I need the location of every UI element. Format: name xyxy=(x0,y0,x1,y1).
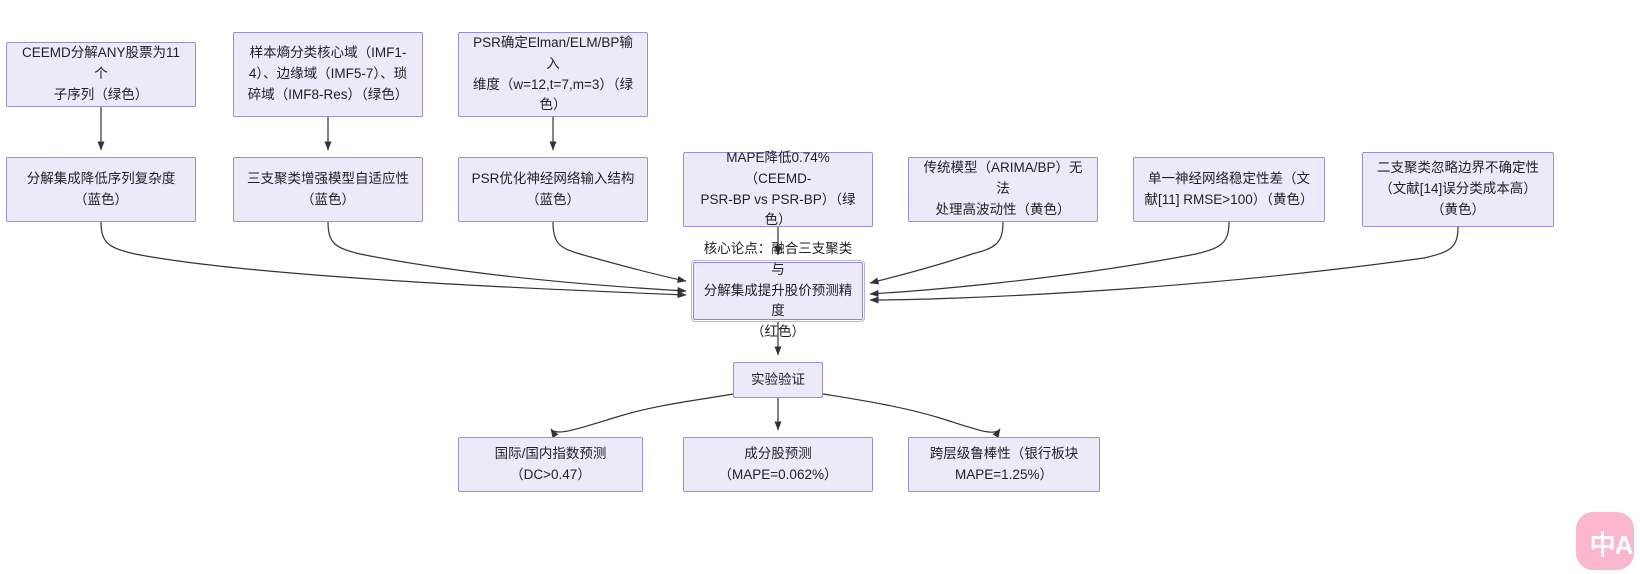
node-label: 跨层级鲁棒性（银行板块 MAPE=1.25%） xyxy=(929,445,1079,482)
node-label: CEEMD分解ANY股票为11个 子序列（绿色） xyxy=(21,45,181,102)
edge-n4-to-core xyxy=(100,221,687,299)
node-label: MAPE降低0.74%（CEEMD- PSR-BP vs PSR-BP）（绿 色… xyxy=(700,149,856,228)
node-label: 核心论点：融合三支聚类与 分解集成提升股价预测精度 （红色） xyxy=(703,240,853,340)
node-n2[interactable]: 样本熵分类核心域（IMF1- 4）、边缘域（IMF5-7）、琐 碎域（IMF8-… xyxy=(233,32,423,117)
node-n7[interactable]: MAPE降低0.74%（CEEMD- PSR-BP vs PSR-BP）（绿 色… xyxy=(683,150,873,227)
edge-n6-to-core xyxy=(552,221,687,283)
watermark-label: 中A xyxy=(1589,529,1634,560)
node-n9[interactable]: 单一神经网络稳定性差（文 献[11] RMSE>100）（黄色） xyxy=(1133,157,1325,222)
node-label: 三支聚类增强模型自适应性 （蓝色） xyxy=(247,170,409,207)
edge-n8-to-core xyxy=(869,221,1004,285)
node-label: 国际/国内指数预测 （DC>0.47） xyxy=(494,445,607,482)
node-label: PSR优化神经网络输入结构 （蓝色） xyxy=(471,170,635,207)
edge-n9-to-core xyxy=(869,221,1230,297)
node-n6[interactable]: PSR优化神经网络输入结构 （蓝色） xyxy=(458,157,648,222)
node-n13[interactable]: 成分股预测 （MAPE=0.062%） xyxy=(683,437,873,492)
node-n3[interactable]: PSR确定Elman/ELM/BP输入 维度（w=12,t=7,m=3）（绿 色… xyxy=(458,32,648,117)
edge-n11-to-n12 xyxy=(550,393,734,439)
node-n12[interactable]: 国际/国内指数预测 （DC>0.47） xyxy=(458,437,643,492)
node-n14[interactable]: 跨层级鲁棒性（银行板块 MAPE=1.25%） xyxy=(908,437,1100,492)
node-n11[interactable]: 实验验证 xyxy=(733,362,823,398)
node-core[interactable]: 核心论点：融合三支聚类与 分解集成提升股价预测精度 （红色） xyxy=(691,241,865,339)
node-n10[interactable]: 二支聚类忽略边界不确定性 （文献[14]误分类成本高） （黄色） xyxy=(1362,152,1554,227)
node-n1[interactable]: CEEMD分解ANY股票为11个 子序列（绿色） xyxy=(6,42,196,107)
node-label: 成分股预测 （MAPE=0.062%） xyxy=(718,445,838,482)
node-label: 传统模型（ARIMA/BP）无法 处理高波动性（黄色） xyxy=(923,160,1083,217)
node-n5[interactable]: 三支聚类增强模型自适应性 （蓝色） xyxy=(233,157,423,222)
watermark-badge: 中A xyxy=(1576,512,1634,570)
node-label: 二支聚类忽略边界不确定性 （文献[14]误分类成本高） （黄色） xyxy=(1377,160,1539,217)
edge-n11-to-n14 xyxy=(822,393,1001,439)
node-label: 实验验证 xyxy=(751,371,805,387)
node-n8[interactable]: 传统模型（ARIMA/BP）无法 处理高波动性（黄色） xyxy=(908,157,1098,222)
edge-n10-to-core xyxy=(869,226,1459,304)
node-label: 样本熵分类核心域（IMF1- 4）、边缘域（IMF5-7）、琐 碎域（IMF8-… xyxy=(247,45,409,102)
node-n4[interactable]: 分解集成降低序列复杂度 （蓝色） xyxy=(6,157,196,222)
node-label: 分解集成降低序列复杂度 （蓝色） xyxy=(26,170,176,207)
node-label: 单一神经网络稳定性差（文 献[11] RMSE>100）（黄色） xyxy=(1144,170,1314,207)
node-label: PSR确定Elman/ELM/BP输入 维度（w=12,t=7,m=3）（绿 色… xyxy=(472,34,634,113)
edge-n5-to-core xyxy=(327,221,687,295)
